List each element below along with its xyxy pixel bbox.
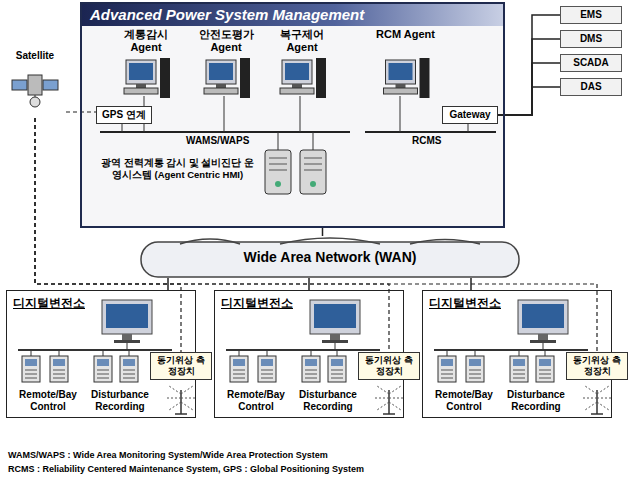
- node-label: 동기위상 측정장치: [569, 355, 625, 377]
- title-bar: Advanced Power System Management: [82, 4, 503, 26]
- measurement-device-box: 동기위상 측정장치: [566, 352, 628, 380]
- device-group: Remote/Bay Control: [13, 357, 83, 413]
- network-link: [498, 87, 560, 115]
- node-label: Remote/Bay Control: [13, 389, 83, 413]
- server-icon: [265, 150, 326, 194]
- device-group: Remote/Bay Control: [429, 357, 499, 413]
- satellite-icon: Satellite: [4, 50, 66, 118]
- measurement-device-box: 동기위상 측정장치: [150, 352, 212, 380]
- node-label: Disturbance Recording: [295, 389, 361, 413]
- substation-title: 디지털변전소: [215, 291, 403, 316]
- interface-box: GPS 연계: [96, 106, 152, 124]
- gps-link: [35, 118, 389, 352]
- node-label: GPS 연계: [99, 109, 149, 121]
- device-group: Remote/Bay Control: [221, 357, 291, 413]
- node-label: 동기위상 측정장치: [153, 355, 209, 377]
- device-group: Disturbance Recording: [295, 357, 361, 413]
- title-text: Advanced Power System Management: [82, 4, 503, 26]
- node-label: Disturbance Recording: [503, 389, 569, 413]
- interface-box: Gateway: [442, 106, 498, 124]
- network-cloud: Wide Area Network (WAN): [140, 236, 520, 278]
- annotation-label: RCMS: [412, 135, 441, 146]
- agent-workstation: 계통감시 Agent: [112, 28, 180, 104]
- device-group: Disturbance Recording: [503, 357, 569, 413]
- network-link: [322, 228, 324, 236]
- substation-title: 디지털변전소: [7, 291, 195, 316]
- footnote-text: WAMS/WAPS : Wide Area Monitoring System/…: [8, 450, 328, 460]
- node-label: SCADA: [563, 57, 619, 69]
- node-label: Remote/Bay Control: [429, 389, 499, 413]
- agent-workstation: RCM Agent: [372, 28, 439, 104]
- node-label: DAS: [563, 81, 619, 93]
- network-link: [498, 39, 560, 115]
- node-label: Disturbance Recording: [87, 389, 153, 413]
- footnote-text: RCMS : Reliability Centered Maintenance …: [8, 464, 364, 474]
- node-label: RCM Agent: [372, 28, 439, 41]
- agent-workstation: 복구제어 Agent: [268, 28, 336, 104]
- network-link: [498, 63, 560, 115]
- bus-drop: [122, 96, 468, 150]
- external-system-box: DMS: [560, 30, 622, 48]
- external-system-box: SCADA: [560, 54, 622, 72]
- annotation-label: 광역 전력계통 감시 및 설비진단 운영시스템 (Agent Centric H…: [100, 157, 255, 181]
- gps-link: [35, 118, 181, 352]
- node-label: 동기위상 측정장치: [361, 355, 417, 377]
- main-panel-fill: [80, 2, 505, 228]
- network-link: [167, 278, 169, 290]
- node-label: Gateway: [445, 109, 495, 121]
- node-label: DMS: [563, 33, 619, 45]
- network-link: [498, 15, 560, 115]
- system-panel: Advanced Power System Management계통감시 Age…: [80, 2, 505, 228]
- node-label: Satellite: [4, 50, 66, 62]
- network-link: [308, 278, 310, 290]
- node-label: 안전도평가 Agent: [188, 28, 264, 54]
- substation-art: [6, 290, 612, 418]
- device-group: Disturbance Recording: [87, 357, 153, 413]
- annotation-label: WAMS/WAPS: [186, 135, 249, 146]
- node-label: 계통감시 Agent: [112, 28, 180, 54]
- measurement-device-box: 동기위상 측정장치: [358, 352, 420, 380]
- network-link: [470, 278, 472, 290]
- node-label: EMS: [563, 9, 619, 21]
- gps-link: [35, 118, 597, 352]
- lan-bus: [100, 131, 496, 133]
- node-label: Remote/Bay Control: [221, 389, 291, 413]
- agent-workstation: 안전도평가 Agent: [188, 28, 264, 104]
- node-label: Wide Area Network (WAN): [244, 249, 417, 265]
- node-label: 복구제어 Agent: [268, 28, 336, 54]
- external-system-box: DAS: [560, 78, 622, 96]
- external-system-box: EMS: [560, 6, 622, 24]
- substation-title: 디지털변전소: [423, 291, 611, 316]
